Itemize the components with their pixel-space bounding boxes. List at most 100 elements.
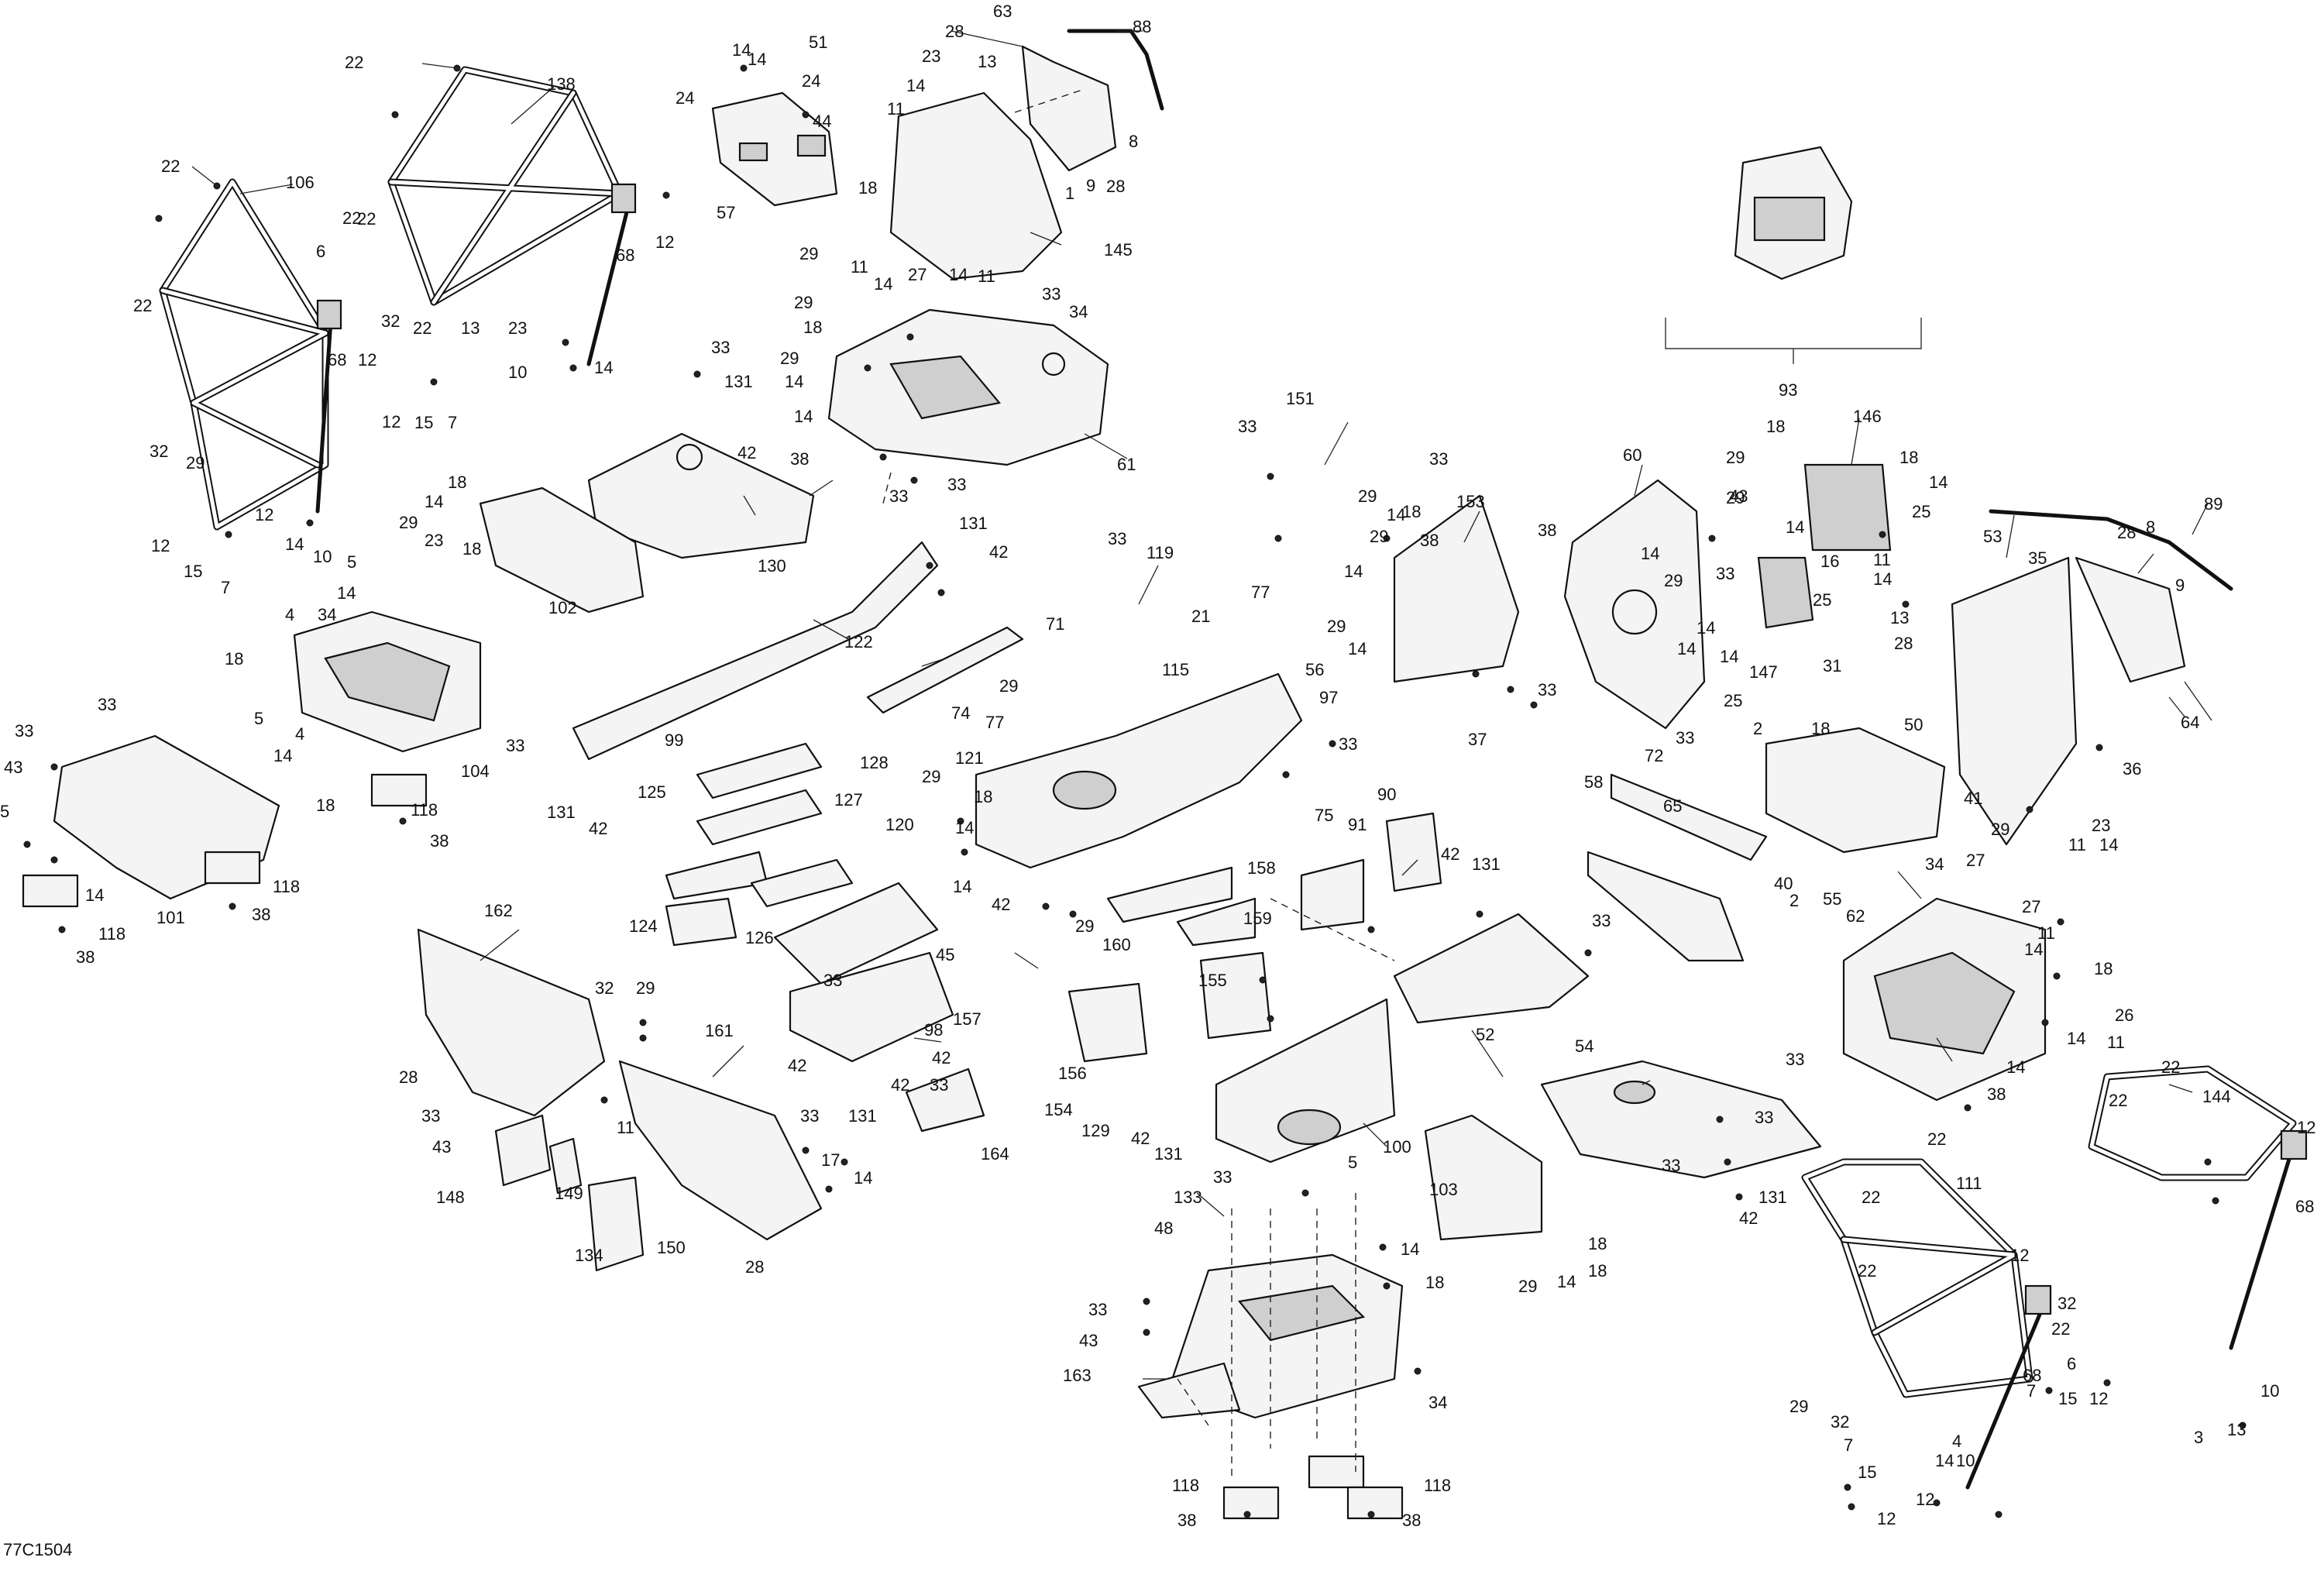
callout: 4 xyxy=(285,605,294,624)
callout: 32 xyxy=(595,978,614,998)
callout: 14 xyxy=(1641,544,1659,563)
callout: 13 xyxy=(2227,1420,2246,1439)
callout: 58 xyxy=(1584,772,1603,792)
callout: 23 xyxy=(425,531,443,550)
callout: 34 xyxy=(1069,302,1088,321)
callout: 29 xyxy=(1518,1277,1537,1296)
callout: 33 xyxy=(1042,284,1061,304)
callout: 8 xyxy=(1129,132,1138,151)
callout: 164 xyxy=(981,1144,1009,1164)
callout: 14 xyxy=(2067,1029,2085,1048)
callout: 54 xyxy=(1575,1036,1593,1056)
callout: 38 xyxy=(1420,531,1439,550)
callout: 33 xyxy=(1238,417,1257,436)
callout: 11 xyxy=(2037,923,2055,943)
callout: 18 xyxy=(225,649,243,669)
callout: 22 xyxy=(342,208,361,228)
callout: 18 xyxy=(1811,719,1830,738)
callout: 6 xyxy=(316,242,325,261)
callout: 29 xyxy=(636,978,655,998)
callout: 155 xyxy=(1198,971,1227,990)
callout: 42 xyxy=(932,1048,951,1067)
callout: 43 xyxy=(1079,1331,1098,1350)
callout: 12 xyxy=(2297,1118,2315,1137)
callout: 118 xyxy=(411,800,438,820)
callout: 44 xyxy=(813,112,831,131)
callout: 64 xyxy=(2181,713,2199,732)
callout: 129 xyxy=(1081,1121,1110,1140)
callout: 102 xyxy=(548,598,577,617)
callout: 14 xyxy=(594,358,613,377)
callout: 147 xyxy=(1749,662,1778,682)
callout: 14 xyxy=(273,746,292,765)
callout: 33 xyxy=(98,695,116,714)
callout: 100 xyxy=(1383,1137,1411,1157)
callout: 14 xyxy=(1873,569,1892,589)
callout: 146 xyxy=(1853,407,1882,426)
callout: 22 xyxy=(2109,1091,2127,1110)
callout: 5 xyxy=(0,802,9,821)
callout: 33 xyxy=(889,486,908,506)
callout: 18 xyxy=(2094,959,2113,978)
callout: 13 xyxy=(461,318,480,338)
callout: 22 xyxy=(161,156,180,176)
callout: 12 xyxy=(358,350,376,370)
callout: 14 xyxy=(1557,1272,1576,1291)
callout: 18 xyxy=(803,318,822,337)
callout: 14 xyxy=(874,274,892,294)
callout: 14 xyxy=(748,50,766,69)
callout: 29 xyxy=(1726,448,1745,467)
callout: 12 xyxy=(1916,1490,1934,1509)
callout: 22 xyxy=(2161,1057,2180,1077)
callout: 33 xyxy=(947,475,966,494)
callout: 60 xyxy=(1623,445,1642,465)
callout: 11 xyxy=(1873,550,1891,569)
callout: 29 xyxy=(922,767,940,786)
callout: 119 xyxy=(1147,543,1174,562)
callout: 33 xyxy=(711,338,730,357)
callout: 45 xyxy=(936,945,954,964)
callout: 111 xyxy=(1956,1174,1982,1193)
callout: 38 xyxy=(1538,521,1556,540)
callout: 11 xyxy=(2068,835,2086,854)
callout: 125 xyxy=(638,782,666,802)
firewall-60 xyxy=(1563,479,1706,730)
callout: 154 xyxy=(1044,1100,1073,1119)
callout: 131 xyxy=(547,803,576,822)
callout: 33 xyxy=(1108,529,1126,548)
shields-148-150 xyxy=(494,1114,645,1272)
callout: 33 xyxy=(1716,564,1734,583)
callout: 9 xyxy=(1086,176,1095,195)
callout: 37 xyxy=(1468,730,1487,749)
rad-cover-146-147 xyxy=(1757,463,1892,629)
callout: 118 xyxy=(98,924,125,944)
callout: 62 xyxy=(1846,906,1865,926)
callout: 99 xyxy=(665,730,683,750)
panel-153 xyxy=(1393,494,1520,683)
callout: 71 xyxy=(1046,614,1064,634)
callout: 7 xyxy=(1844,1435,1853,1455)
callout: 43 xyxy=(4,758,22,777)
floor-54 xyxy=(1540,1060,1822,1179)
callout: 29 xyxy=(1991,820,2009,839)
roll-cage-rear-right xyxy=(1801,1065,2308,1490)
callout: 27 xyxy=(1966,851,1985,870)
callout: 14 xyxy=(1401,1239,1419,1259)
callout: 18 xyxy=(974,787,992,806)
dash-support-145 xyxy=(889,29,1164,280)
callout: 29 xyxy=(794,293,813,312)
storage-bin-104 xyxy=(293,610,482,753)
callout: 28 xyxy=(2117,523,2136,542)
callout: 29 xyxy=(1358,486,1377,506)
callout: 131 xyxy=(1472,854,1501,874)
callout: 156 xyxy=(1058,1064,1087,1083)
callout: 42 xyxy=(891,1075,909,1095)
callout: 22 xyxy=(413,318,431,338)
callout: 23 xyxy=(2092,816,2110,835)
callout: 144 xyxy=(2202,1087,2231,1106)
callout: 11 xyxy=(851,257,868,277)
callout: 25 xyxy=(1912,502,1930,521)
callout: 18 xyxy=(1402,502,1421,521)
